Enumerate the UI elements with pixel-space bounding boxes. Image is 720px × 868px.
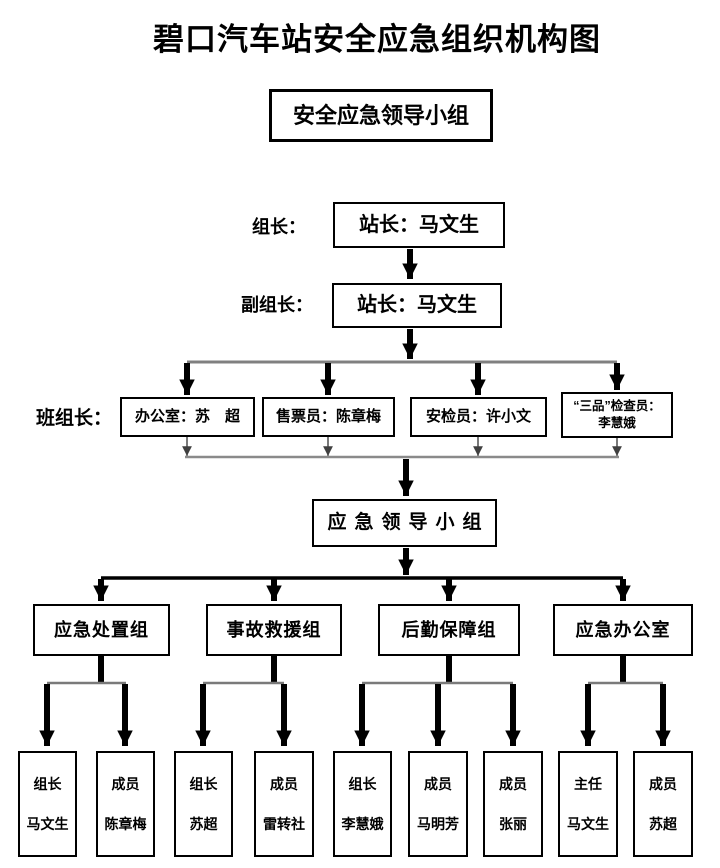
member-name: 马明芳 (417, 816, 459, 832)
converge-lines-to-center-box (182, 437, 622, 496)
member-role: 组长 (189, 775, 218, 792)
foreman-box-security-inspector: 安检员：许小文 (410, 397, 547, 437)
emergency-leading-group-box: 应急领导小组 (312, 499, 497, 547)
member-role: 成员 (111, 775, 140, 792)
member-box: 组长 苏超 (174, 751, 233, 857)
member-role: 成员 (270, 775, 298, 792)
foreman-box-ticket-seller: 售票员：陈章梅 (262, 397, 395, 437)
leader-box: 站长：马文生 (333, 202, 505, 248)
foreman-box-line1: “三品”检查员： (573, 399, 661, 414)
member-role: 成员 (499, 775, 527, 792)
member-box: 组长 马文生 (18, 751, 77, 857)
member-box: 成员 苏超 (633, 751, 693, 857)
member-name: 张丽 (499, 816, 527, 832)
arrow-deputy-to-foreman-line (179, 329, 625, 395)
member-role: 组长 (348, 775, 377, 792)
safety-emergency-leadership-box: 安全应急领导小组 (269, 89, 493, 142)
member-name: 雷转社 (263, 816, 305, 832)
member-name: 李慧娥 (341, 816, 384, 832)
member-box: 成员 雷转社 (254, 751, 314, 857)
group1-branch (39, 656, 133, 746)
group-box-accident-rescue: 事故救援组 (206, 604, 342, 656)
member-box: 成员 陈章梅 (96, 751, 155, 857)
page-title: 碧口汽车站安全应急组织机构图 (153, 22, 601, 57)
foreman-box-line2: 李慧娥 (598, 416, 636, 430)
member-box: 成员 马明芳 (408, 751, 468, 857)
deputy-box: 站长：马文生 (332, 283, 502, 328)
group4-branch (580, 656, 671, 746)
member-name: 苏超 (189, 816, 218, 832)
member-role: 成员 (424, 775, 452, 792)
arrow-center-to-groups (93, 548, 631, 601)
member-box: 组长 李慧娥 (333, 751, 392, 857)
foreman-label: 班组长： (36, 408, 113, 429)
member-name: 马文生 (567, 816, 609, 832)
group3-branch (354, 656, 521, 746)
foreman-box-office: 办公室：苏 超 (120, 397, 255, 437)
member-role: 成员 (649, 775, 677, 792)
group-box-logistics-support: 后勤保障组 (378, 604, 520, 656)
member-role: 主任 (574, 775, 602, 792)
group-box-emergency-disposal: 应急处置组 (33, 604, 170, 656)
foreman-box-three-goods-inspector: “三品”检查员： 李慧娥 (561, 392, 673, 438)
member-name: 苏超 (649, 816, 677, 832)
leader-label: 组长： (252, 217, 306, 237)
member-name: 马文生 (26, 816, 69, 832)
deputy-label: 副组长： (241, 295, 313, 315)
member-name: 陈章梅 (104, 816, 147, 832)
group2-branch (195, 656, 292, 746)
member-box: 主任 马文生 (558, 751, 618, 857)
member-box: 成员 张丽 (483, 751, 543, 857)
member-role: 组长 (33, 775, 62, 792)
group-box-emergency-office: 应急办公室 (553, 604, 693, 656)
